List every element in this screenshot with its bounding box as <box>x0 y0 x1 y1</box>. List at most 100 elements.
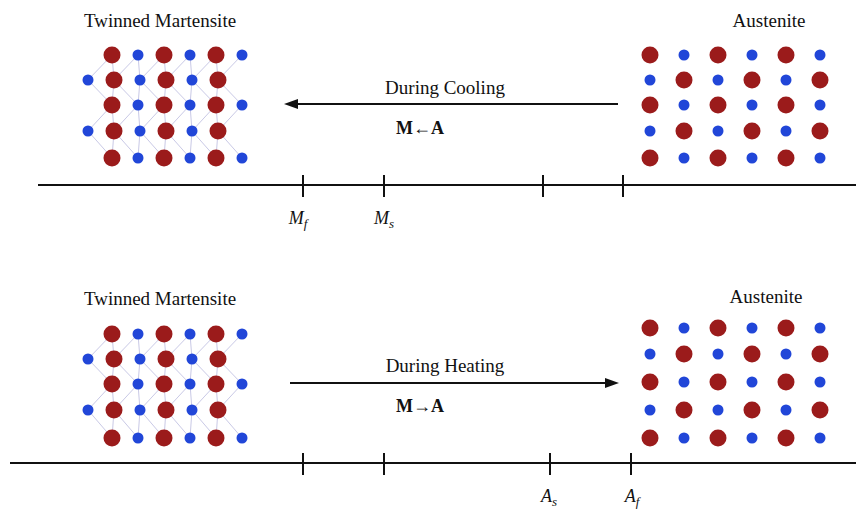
small-atom <box>237 153 248 164</box>
large-atom <box>812 346 829 363</box>
process-label: During Heating <box>386 356 505 375</box>
small-atom <box>133 153 144 164</box>
small-atom <box>747 377 758 388</box>
small-atom <box>747 323 758 334</box>
large-atom <box>676 72 693 89</box>
small-atom <box>185 100 196 111</box>
small-atom <box>713 349 724 360</box>
large-atom <box>642 374 659 391</box>
small-atom <box>747 100 758 111</box>
large-atom <box>642 47 659 64</box>
small-atom <box>83 405 94 416</box>
large-atom <box>778 47 795 64</box>
small-atom <box>781 126 792 137</box>
large-atom <box>158 402 175 419</box>
large-atom <box>156 150 173 167</box>
small-atom <box>747 433 758 444</box>
heating-arrow <box>290 382 606 384</box>
small-atom <box>815 100 826 111</box>
large-atom <box>208 97 225 114</box>
small-atom <box>815 433 826 444</box>
small-atom <box>133 433 144 444</box>
small-atom <box>135 75 146 86</box>
small-atom <box>133 100 144 111</box>
small-atom <box>135 126 146 137</box>
phase-label: Twinned Martensite <box>84 11 236 30</box>
small-atom <box>747 50 758 61</box>
temperature-label: Mf <box>289 209 308 227</box>
temperature-axis <box>10 462 856 464</box>
temperature-label: Ms <box>374 209 394 227</box>
arrow-head <box>605 378 619 388</box>
small-atom <box>815 323 826 334</box>
phase-label: Austenite <box>733 11 806 30</box>
small-atom <box>133 329 144 340</box>
small-atom <box>815 50 826 61</box>
large-atom <box>208 326 225 343</box>
small-atom <box>187 126 198 137</box>
large-atom <box>104 376 121 393</box>
large-atom <box>676 346 693 363</box>
large-atom <box>156 97 173 114</box>
large-atom <box>812 402 829 419</box>
small-atom <box>815 377 826 388</box>
small-atom <box>185 329 196 340</box>
small-atom <box>185 153 196 164</box>
arrow-head <box>284 99 298 109</box>
small-atom <box>185 50 196 61</box>
large-atom <box>156 47 173 64</box>
small-atom <box>135 354 146 365</box>
large-atom <box>106 402 123 419</box>
small-atom <box>679 153 690 164</box>
small-atom <box>237 379 248 390</box>
large-atom <box>104 430 121 447</box>
temperature-axis <box>38 184 856 186</box>
large-atom <box>744 402 761 419</box>
large-atom <box>106 351 123 368</box>
small-atom <box>645 405 656 416</box>
small-atom <box>237 50 248 61</box>
large-atom <box>710 430 727 447</box>
small-atom <box>83 126 94 137</box>
large-atom <box>710 320 727 337</box>
transformation-label: M→A <box>396 397 444 415</box>
large-atom <box>106 72 123 89</box>
temperature-label: As <box>541 487 557 505</box>
large-atom <box>104 326 121 343</box>
large-atom <box>778 430 795 447</box>
phase-label: Twinned Martensite <box>84 289 236 308</box>
large-atom <box>156 326 173 343</box>
small-atom <box>815 153 826 164</box>
large-atom <box>812 123 829 140</box>
large-atom <box>744 346 761 363</box>
large-atom <box>104 97 121 114</box>
transformation-label: M←A <box>396 119 444 137</box>
small-atom <box>187 405 198 416</box>
phase-label: Austenite <box>730 287 803 306</box>
temperature-label: Af <box>625 487 640 505</box>
small-atom <box>645 126 656 137</box>
large-atom <box>642 150 659 167</box>
large-atom <box>158 72 175 89</box>
small-atom <box>645 349 656 360</box>
small-atom <box>679 100 690 111</box>
large-atom <box>208 47 225 64</box>
process-label: During Cooling <box>385 78 505 97</box>
large-atom <box>778 150 795 167</box>
large-atom <box>208 150 225 167</box>
large-atom <box>710 150 727 167</box>
large-atom <box>210 123 227 140</box>
large-atom <box>710 47 727 64</box>
small-atom <box>185 379 196 390</box>
large-atom <box>642 320 659 337</box>
large-atom <box>642 430 659 447</box>
large-atom <box>676 402 693 419</box>
large-atom <box>710 374 727 391</box>
small-atom <box>713 75 724 86</box>
small-atom <box>679 50 690 61</box>
small-atom <box>185 433 196 444</box>
large-atom <box>812 72 829 89</box>
small-atom <box>679 433 690 444</box>
small-atom <box>237 329 248 340</box>
small-atom <box>133 50 144 61</box>
